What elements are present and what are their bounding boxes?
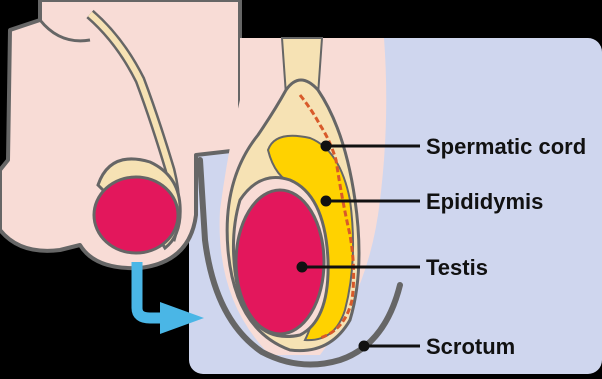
testis (236, 190, 324, 334)
label-scrotum: Scrotum (426, 334, 515, 359)
label-testis: Testis (426, 255, 488, 280)
label-spermatic-cord: Spermatic cord (426, 134, 586, 159)
small-testis (94, 177, 178, 253)
label-epididymis: Epididymis (426, 189, 543, 214)
